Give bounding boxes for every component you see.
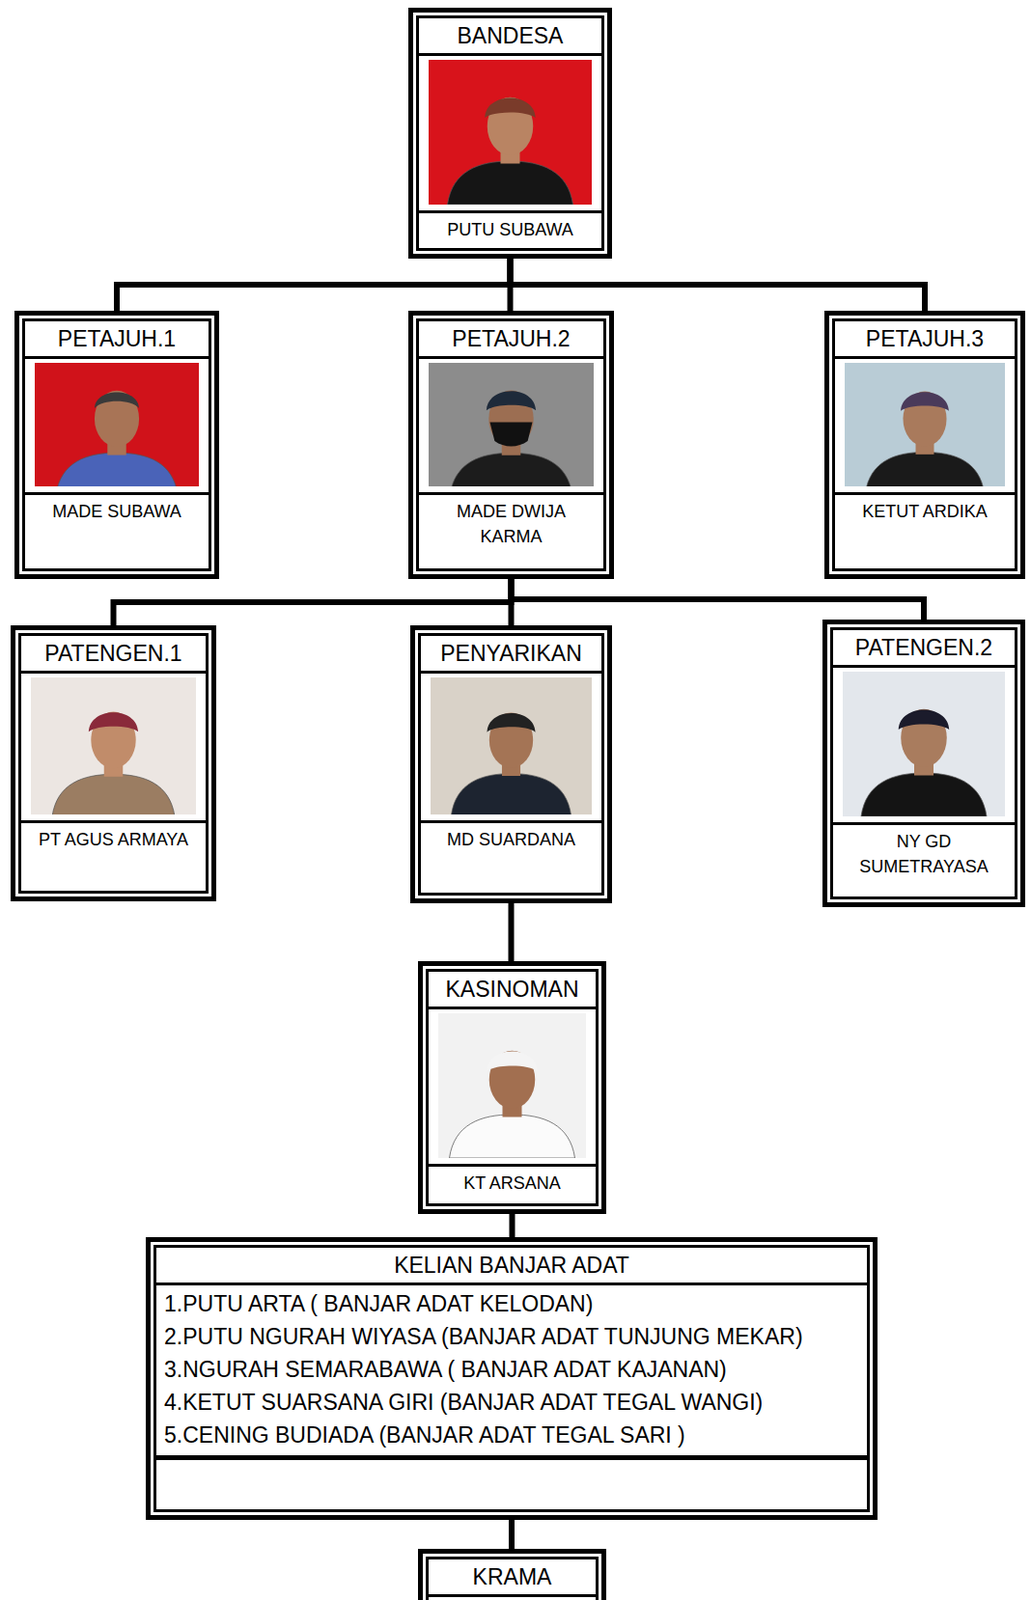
list-item: 1.PUTU ARTA ( BANJAR ADAT KELODAN)	[164, 1287, 860, 1321]
box-frame: BANDESA PUTU SUBAWA	[416, 15, 605, 251]
role-title: PATENGEN.1	[21, 636, 206, 674]
name-cell: NY GD SUMETRAYASA	[833, 822, 1015, 897]
photo-frame	[428, 1009, 596, 1165]
photo-frame	[21, 673, 206, 821]
person-name: MD SUARDANA	[428, 827, 594, 853]
empty-row	[156, 1455, 867, 1494]
photo-frame	[418, 359, 604, 493]
name-cell: KETUT ARDIKA	[835, 492, 1015, 569]
name-cell: MD SUARDANA	[420, 820, 602, 893]
role-title: PENYARIKAN	[420, 636, 602, 674]
portrait	[30, 677, 196, 815]
box-frame: PENYARIKAN MD SUARDANA	[417, 633, 605, 896]
photo-frame	[835, 359, 1015, 493]
role-title: PETAJUH.2	[418, 321, 604, 360]
role-box: BANDESA PUTU SUBAWA	[408, 7, 613, 259]
list-item: 3.NGURAH SEMARABAWA ( BANJAR ADAT KAJANA…	[164, 1353, 860, 1387]
name-cell: MADE SUBAWA	[25, 492, 209, 569]
role-box: PATENGEN.2 NY GD SUMETRAYASA	[822, 619, 1026, 908]
role-title: KASINOMAN	[428, 972, 596, 1010]
member-list: 1.PUTU ARTA ( BANJAR ADAT KELODAN)2.PUTU…	[156, 1285, 867, 1456]
role-title: KRAMA	[428, 1560, 596, 1598]
photo-frame	[25, 359, 209, 493]
person-name: PUTU SUBAWA	[426, 217, 594, 243]
person-name: KETUT ARDIKA	[842, 499, 1007, 525]
portrait	[428, 362, 594, 487]
box-frame: PETAJUH.3KETUT ARDIKA	[832, 318, 1018, 572]
person-name: MADE DWIJA KARMA	[426, 499, 596, 550]
photo-frame	[418, 55, 602, 211]
person-name: MADE SUBAWA	[32, 499, 201, 525]
box-frame: PETAJUH.1MADE SUBAWA	[22, 318, 212, 572]
role-title: PETAJUH.3	[835, 321, 1015, 360]
box-frame: KELIAN BANJAR ADAT1.PUTU ARTA ( BANJAR A…	[153, 1245, 870, 1513]
person-name: PT AGUS ARMAYA	[28, 827, 198, 853]
org-connector	[508, 903, 515, 962]
role-box: PATENGEN.1 PT AGUS ARMAYA	[10, 625, 217, 902]
person-name: KT ARSANA	[436, 1170, 588, 1197]
list-item: 5.CENING BUDIADA (BANJAR ADAT TEGAL SARI…	[164, 1419, 860, 1452]
org-connector	[508, 1520, 515, 1550]
org-connector	[511, 579, 925, 620]
box-frame: KRAMA	[425, 1557, 599, 1600]
portrait	[842, 671, 1005, 817]
photo-frame	[420, 673, 602, 821]
portrait	[428, 59, 592, 205]
person-name: NY GD SUMETRAYASA	[840, 829, 1007, 880]
portrait	[844, 362, 1005, 487]
name-cell: MADE DWIJA KARMA	[418, 492, 604, 569]
list-box: KELIAN BANJAR ADAT1.PUTU ARTA ( BANJAR A…	[145, 1237, 878, 1521]
role-box: PETAJUH.2MADE DWIJA KARMA	[408, 310, 614, 580]
list-item: 4.KETUT SUARSANA GIRI (BANJAR ADAT TEGAL…	[164, 1386, 860, 1420]
box-frame: PATENGEN.2 NY GD SUMETRAYASA	[830, 627, 1018, 900]
portrait	[438, 1013, 586, 1159]
box-frame: PATENGEN.1 PT AGUS ARMAYA	[18, 633, 209, 894]
role-title: BANDESA	[418, 18, 602, 56]
portrait	[34, 362, 199, 487]
role-box: KASINOMAN KT ARSANA	[417, 961, 607, 1215]
role-box: PENYARIKAN MD SUARDANA	[410, 625, 613, 904]
name-cell: KT ARSANA	[428, 1164, 596, 1204]
box-frame: PETAJUH.2MADE DWIJA KARMA	[416, 318, 607, 572]
org-connector	[116, 258, 511, 311]
box-frame: KASINOMAN KT ARSANA	[425, 969, 599, 1207]
name-cell: PT AGUS ARMAYA	[21, 820, 206, 892]
org-connector	[510, 258, 926, 311]
list-item: 2.PUTU NGURAH WIYASA (BANJAR ADAT TUNJUN…	[164, 1320, 860, 1354]
role-box: PETAJUH.3KETUT ARDIKA	[824, 310, 1026, 580]
portrait	[430, 677, 592, 815]
role-title: PETAJUH.1	[25, 321, 209, 360]
org-connector	[113, 579, 512, 626]
name-cell: PUTU SUBAWA	[418, 210, 602, 249]
role-box: PETAJUH.1MADE SUBAWA	[14, 310, 220, 580]
role-box: KRAMA	[417, 1549, 607, 1600]
role-title: PATENGEN.2	[833, 630, 1015, 669]
photo-frame	[833, 668, 1015, 823]
org-connector	[509, 1214, 516, 1238]
role-title: KELIAN BANJAR ADAT	[156, 1248, 867, 1286]
